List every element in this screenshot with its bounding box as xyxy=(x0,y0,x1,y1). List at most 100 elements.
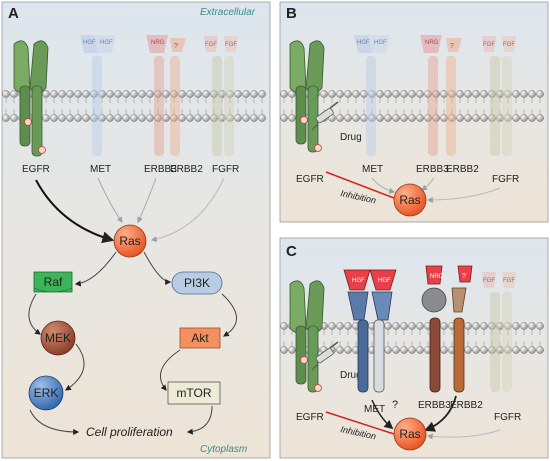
mek-to-erk-arrow xyxy=(65,343,85,391)
met-label: MET xyxy=(90,164,111,175)
erbb3-erbb2-receptor-active xyxy=(421,265,473,393)
ras-node xyxy=(393,417,427,451)
erk-to-proliferation-arrow xyxy=(29,409,80,435)
ras-node xyxy=(393,183,427,217)
met-question-mark: ? xyxy=(392,399,398,411)
phospho-site-icon xyxy=(314,144,322,152)
akt-node xyxy=(179,327,221,349)
lipid-head-icon xyxy=(74,114,82,122)
lipid-head-icon xyxy=(194,90,202,98)
lipid-head-icon xyxy=(416,322,424,330)
lipid-head-icon xyxy=(42,114,50,122)
lipid-head-icon xyxy=(114,90,122,98)
lipid-head-icon xyxy=(384,114,392,122)
met-label: MET xyxy=(362,164,383,175)
lipid-head-icon xyxy=(512,114,520,122)
lipid-head-icon xyxy=(258,114,266,122)
ras-to-raf-arrow xyxy=(74,251,117,287)
drug-label: Drug xyxy=(340,370,362,381)
ras-label: Ras xyxy=(399,427,420,441)
met-label: MET xyxy=(364,404,385,415)
panel-c: C Drug EGFR HGF HGF MET ? xyxy=(279,237,549,459)
lipid-head-icon xyxy=(122,114,130,122)
lipid-head-icon xyxy=(202,114,210,122)
lipid-head-icon xyxy=(328,322,336,330)
lipid-head-icon xyxy=(280,322,288,330)
lipid-head-icon xyxy=(512,90,520,98)
lipid-head-icon xyxy=(336,114,344,122)
lipid-head-icon xyxy=(400,114,408,122)
lipid-head-icon xyxy=(66,114,74,122)
lipid-head-icon xyxy=(400,346,408,354)
lipid-head-icon xyxy=(250,90,258,98)
fgf-ligand-label-2: FGF xyxy=(225,42,237,48)
ras-label: Ras xyxy=(119,234,140,248)
lipid-head-icon xyxy=(480,346,488,354)
met-hgf-ligand-label: HGF xyxy=(357,40,370,46)
lipid-head-icon xyxy=(472,114,480,122)
egfr-receptor xyxy=(289,40,325,153)
fgf-ligand-label-2: FGF xyxy=(503,278,515,284)
fgfr-receptor xyxy=(482,272,516,392)
fgfr-receptor xyxy=(204,36,238,156)
lipid-head-icon xyxy=(472,346,480,354)
lipid-head-icon xyxy=(74,90,82,98)
lipid-head-icon xyxy=(464,346,472,354)
lipid-head-icon xyxy=(520,114,528,122)
lipid-head-icon xyxy=(376,114,384,122)
phospho-site-icon xyxy=(314,384,322,392)
lipid-head-icon xyxy=(352,114,360,122)
lipid-head-icon xyxy=(130,114,138,122)
lipid-head-icon xyxy=(528,322,536,330)
nrg-ligand-label: NRG xyxy=(151,40,165,46)
lipid-head-icon xyxy=(344,346,352,354)
lipid-head-icon xyxy=(10,90,18,98)
met-receptor-active xyxy=(343,269,397,393)
lipid-head-icon xyxy=(408,114,416,122)
fgfr-label: FGFR xyxy=(492,174,519,185)
pi3k-to-akt-arrow xyxy=(221,293,237,337)
mek-label: MEK xyxy=(45,331,71,345)
lipid-head-icon xyxy=(186,90,194,98)
lipid-head-icon xyxy=(392,90,400,98)
lipid-head-icon xyxy=(480,90,488,98)
ras-label: Ras xyxy=(399,193,420,207)
lipid-head-icon xyxy=(536,114,544,122)
lipid-head-icon xyxy=(536,346,544,354)
unknown-ligand-icon xyxy=(457,265,473,283)
unknown-ligand-label: ? xyxy=(450,43,454,50)
lipid-head-icon xyxy=(536,322,544,330)
mtor-label: mTOR xyxy=(176,386,211,400)
lipid-head-icon xyxy=(440,322,448,330)
lipid-head-icon xyxy=(258,90,266,98)
lipid-head-icon xyxy=(520,90,528,98)
lipid-head-icon xyxy=(384,322,392,330)
lipid-head-icon xyxy=(58,90,66,98)
extracellular-label: Extracellular xyxy=(200,7,256,18)
lipid-head-icon xyxy=(472,322,480,330)
lipid-head-icon xyxy=(288,114,296,122)
pi3k-label: PI3K xyxy=(184,276,210,290)
egfr-label: EGFR xyxy=(296,412,324,423)
fgf-ligand-label: FGF xyxy=(483,278,495,284)
met-to-ras-arrow xyxy=(97,177,123,223)
lipid-head-icon xyxy=(400,90,408,98)
met-hgf-ligand-label: HGF xyxy=(83,40,96,46)
lipid-head-icon xyxy=(82,90,90,98)
lipid-head-icon xyxy=(416,90,424,98)
lipid-head-icon xyxy=(440,346,448,354)
inhibition-line xyxy=(325,411,395,435)
fgfr-label: FGFR xyxy=(212,164,239,175)
lipid-head-icon xyxy=(536,90,544,98)
fgfr-to-ras-arrow xyxy=(426,429,501,440)
lipid-head-icon xyxy=(408,346,416,354)
cell-membrane xyxy=(280,90,544,122)
lipid-head-icon xyxy=(336,322,344,330)
lipid-head-icon xyxy=(528,346,536,354)
lipid-head-icon xyxy=(2,90,10,98)
egfr-receptor xyxy=(289,280,325,393)
mtor-to-proliferation-arrow xyxy=(186,405,213,435)
lipid-head-icon xyxy=(392,114,400,122)
erk-node xyxy=(28,375,64,411)
